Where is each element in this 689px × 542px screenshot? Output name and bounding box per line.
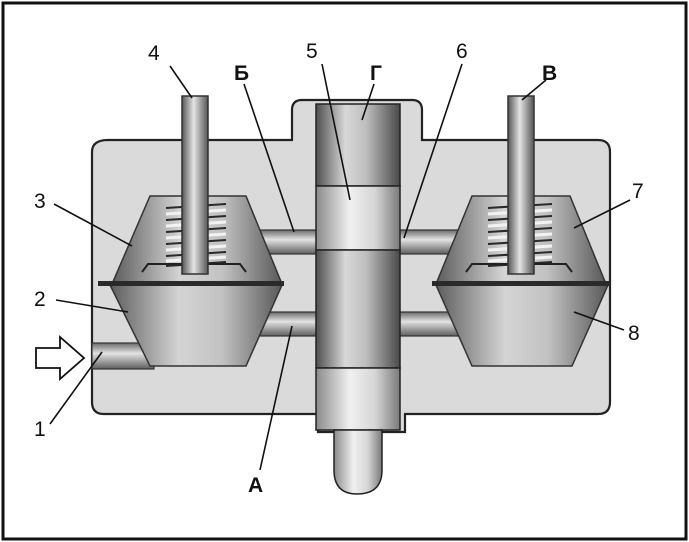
leader-3	[53, 203, 133, 247]
leader-b	[243, 83, 295, 233]
leader-2	[55, 299, 129, 313]
leader-1	[49, 351, 103, 425]
label-b: Б	[234, 62, 249, 85]
leader-6	[403, 63, 463, 239]
spool-middle-section	[315, 249, 401, 369]
label-5: 5	[306, 40, 318, 63]
spool-lower-piston	[315, 367, 401, 431]
spool-piston-5	[315, 185, 401, 251]
right-rod	[507, 95, 535, 275]
right-diaphragm	[432, 281, 610, 286]
label-1: 1	[34, 418, 46, 441]
label-g: Г	[370, 62, 382, 85]
leader-v	[521, 79, 547, 101]
leader-7	[573, 199, 631, 229]
label-7: 7	[632, 180, 644, 203]
leader-4	[169, 65, 193, 99]
left-rod	[181, 95, 209, 275]
label-8: 8	[628, 322, 640, 345]
leader-8	[573, 311, 625, 331]
label-2: 2	[34, 288, 46, 311]
bottom-plunger	[333, 429, 383, 495]
label-4: 4	[148, 42, 160, 65]
leader-5	[321, 63, 351, 201]
inlet-arrow-icon	[35, 335, 86, 381]
label-a: А	[248, 474, 263, 497]
label-v: В	[542, 62, 557, 85]
label-3: 3	[34, 190, 46, 213]
leader-g	[361, 83, 375, 121]
label-6: 6	[456, 40, 468, 63]
left-diaphragm	[98, 281, 284, 286]
leader-a	[259, 325, 293, 471]
spool-top-section	[315, 103, 401, 187]
